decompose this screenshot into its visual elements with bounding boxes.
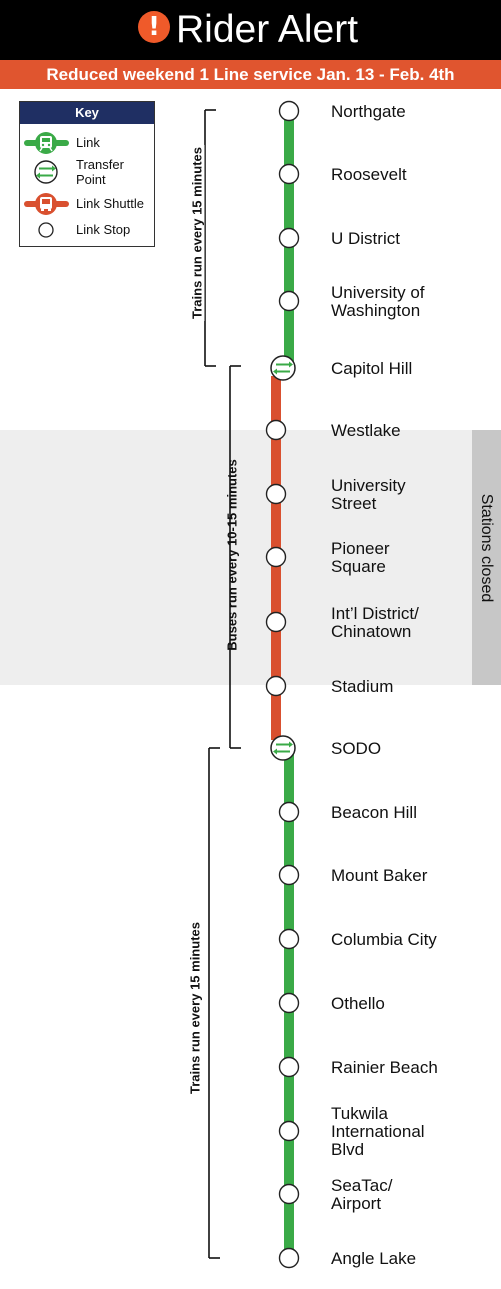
closed-stations-band [0, 430, 501, 685]
transfer-icon [34, 160, 58, 184]
legend-key: Key Link Transfer Point [19, 101, 155, 247]
station-name: Roosevelt [331, 165, 407, 184]
station-name: University [331, 476, 406, 495]
station-name: Airport [331, 1194, 382, 1213]
station-name: University of [331, 283, 425, 302]
stop-icon [38, 222, 54, 238]
south-bracket [208, 747, 220, 1259]
key-item-shuttle: Link Shuttle [20, 189, 154, 219]
station-name: Street [331, 494, 377, 513]
station-name: Washington [331, 301, 421, 320]
station-name: Stadium [331, 677, 394, 696]
station-stop-marker [265, 546, 287, 568]
closed-stations-tab [472, 430, 501, 685]
station-stop-marker [278, 1247, 300, 1269]
page-title: Rider Alert [176, 8, 359, 51]
key-label-shuttle: Link Shuttle [76, 196, 144, 211]
station-stop-marker [278, 801, 300, 823]
station-stop-marker [278, 163, 300, 185]
key-label-transfer-2: Point [76, 172, 106, 187]
station-stop-marker [265, 419, 287, 441]
station-name: Blvd [331, 1140, 365, 1159]
key-item-stop: Link Stop [20, 216, 154, 246]
station-name: Rainier Beach [331, 1058, 438, 1077]
exclamation-icon: ! [138, 11, 170, 43]
station-name: SODO [331, 739, 382, 758]
north-bracket [204, 109, 216, 367]
station-markers [265, 100, 300, 1269]
bus-icon [24, 193, 69, 215]
station-name: Beacon Hill [331, 803, 417, 822]
station-name: Chinatown [331, 622, 412, 641]
station-stop-marker [278, 864, 300, 886]
station-name: Pioneer [331, 539, 390, 558]
station-name: U District [331, 229, 400, 248]
station-name: Othello [331, 994, 385, 1013]
station-name: Int’l District/ [331, 604, 419, 623]
station-name: Tukwila [331, 1104, 388, 1123]
station-name: International [331, 1122, 425, 1141]
station-name: Capitol Hill [331, 359, 413, 378]
transfer-point-icon [270, 735, 296, 761]
station-stop-marker [278, 227, 300, 249]
station-name: Northgate [331, 102, 406, 121]
station-stop-marker [278, 1120, 300, 1142]
key-item-transfer: Transfer Point [20, 157, 154, 187]
shuttle-bracket [229, 365, 241, 749]
station-name: Square [331, 557, 386, 576]
key-label-transfer-1: Transfer [76, 157, 124, 172]
station-stop-marker [265, 483, 287, 505]
north-train-frequency-label: Trains run every 15 minutes [189, 145, 205, 321]
station-stop-marker [278, 1056, 300, 1078]
station-stop-marker [265, 611, 287, 633]
station-stop-marker [278, 290, 300, 312]
station-stop-marker [265, 675, 287, 697]
alert-header: ! Rider Alert [0, 0, 501, 60]
station-stop-marker [278, 1183, 300, 1205]
key-title: Key [20, 102, 154, 124]
key-label-stop: Link Stop [76, 222, 131, 237]
service-banner: Reduced weekend 1 Line service Jan. 13 -… [0, 60, 501, 89]
transfer-point-icon [270, 355, 296, 381]
shuttle-bus-frequency-label: Buses run every 10-15 minutes [224, 459, 240, 651]
station-name: Westlake [331, 421, 401, 440]
key-label-link: Link [76, 135, 100, 150]
station-name: Angle Lake [331, 1249, 417, 1268]
service-brackets [204, 109, 241, 1259]
station-stop-marker [278, 992, 300, 1014]
train-icon [24, 132, 69, 154]
station-name: Columbia City [331, 930, 437, 949]
station-name: Mount Baker [331, 866, 428, 885]
key-item-link: Link [20, 128, 154, 158]
station-name: SeaTac/ [331, 1176, 393, 1195]
station-stop-marker [278, 100, 300, 122]
station-stop-marker [278, 928, 300, 950]
south-train-frequency-label: Trains run every 15 minutes [187, 920, 203, 1096]
